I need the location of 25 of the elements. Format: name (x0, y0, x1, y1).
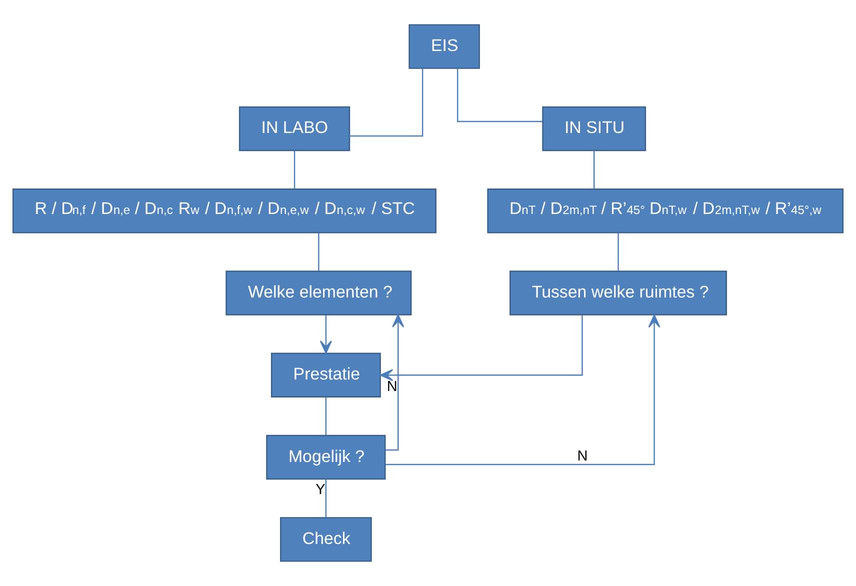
connector (618, 232, 619, 271)
connector (325, 479, 327, 518)
node-box: Prestatie (270, 352, 381, 398)
node-box: Welke elementen ? (226, 270, 412, 316)
edge-label: Y (316, 482, 326, 498)
node-box: Check (280, 517, 372, 562)
connector (350, 68, 424, 137)
node-box: Tussen welke ruimtes ? (510, 270, 727, 316)
node-box: R / Dn,f / Dn,e / Dn,c Rw / Dn,f,w / Dn,e,w / Dn,c,w / STC (12, 188, 436, 234)
node-box: IN SITU (542, 106, 646, 152)
arrow (385, 314, 404, 451)
node-box: Mogelijk ? (266, 434, 386, 480)
connector (294, 150, 296, 189)
arrow (385, 314, 660, 466)
connector (457, 68, 542, 122)
node-box: EIS (408, 24, 480, 69)
node-box: IN LABO (238, 106, 350, 152)
edge-label: N (386, 378, 398, 395)
edge-label: N (577, 448, 588, 464)
connector (325, 397, 327, 436)
node-box: DnT / D2m,nT / R’45° DnT,w / D2m,nT,w / R’45°,w (487, 188, 844, 234)
connector (594, 150, 595, 189)
connector (318, 232, 320, 271)
arrow (320, 315, 332, 354)
arrow (380, 315, 583, 382)
